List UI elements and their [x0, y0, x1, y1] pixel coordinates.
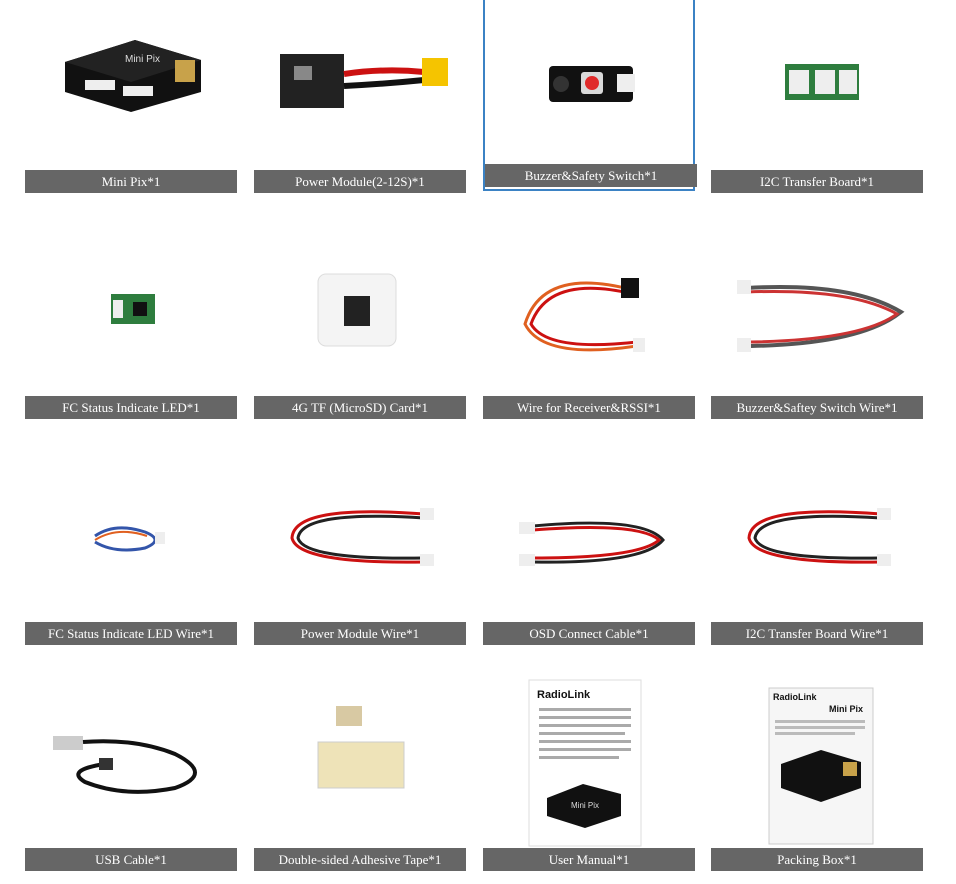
svg-text:Mini Pix: Mini Pix: [829, 704, 863, 714]
i2c-wire-icon: [711, 452, 923, 622]
product-card-i2c-wire[interactable]: I2C Transfer Board Wire*1: [711, 452, 923, 652]
product-card-i2c-board[interactable]: I2C Transfer Board*1: [711, 0, 923, 200]
product-label: USB Cable*1: [25, 848, 237, 871]
product-label: FC Status Indicate LED*1: [25, 396, 237, 419]
product-label: I2C Transfer Board*1: [711, 170, 923, 193]
product-label: Buzzer&Safety Switch*1: [485, 164, 697, 187]
product-card-usb-cable[interactable]: USB Cable*1: [25, 678, 237, 878]
buzzer-wire-icon: [711, 226, 923, 396]
product-label: I2C Transfer Board Wire*1: [711, 622, 923, 645]
flight-controller-icon: Mini Pix: [25, 0, 237, 170]
microsd-card-icon: [254, 226, 466, 396]
led-board-icon: [25, 226, 237, 396]
osd-cable-icon: [483, 452, 695, 622]
product-label: Power Module(2-12S)*1: [254, 170, 466, 193]
i2c-board-icon: [711, 0, 923, 170]
product-card-osd-cable[interactable]: OSD Connect Cable*1: [483, 452, 695, 652]
product-card-mini-pix[interactable]: Mini Pix Mini Pix*1: [25, 0, 237, 200]
product-card-packing-box[interactable]: RadioLink Mini Pix Packing Box*1: [711, 678, 923, 878]
product-card-buzzer-wire[interactable]: Buzzer&Saftey Switch Wire*1: [711, 226, 923, 426]
product-label: User Manual*1: [483, 848, 695, 871]
product-label: Mini Pix*1: [25, 170, 237, 193]
adhesive-tape-icon: [254, 678, 466, 848]
svg-text:RadioLink: RadioLink: [537, 689, 591, 701]
product-card-led-wire[interactable]: FC Status Indicate LED Wire*1: [25, 452, 237, 652]
user-manual-icon: RadioLink Mini Pix: [483, 678, 695, 848]
product-card-receiver-wire[interactable]: Wire for Receiver&RSSI*1: [483, 226, 695, 426]
product-label: OSD Connect Cable*1: [483, 622, 695, 645]
product-label: FC Status Indicate LED Wire*1: [25, 622, 237, 645]
product-card-power-module[interactable]: Power Module(2-12S)*1: [254, 0, 466, 200]
product-card-user-manual[interactable]: RadioLink Mini Pix User Manual*1: [483, 678, 695, 878]
svg-text:Mini Pix: Mini Pix: [125, 54, 160, 65]
product-label: 4G TF (MicroSD) Card*1: [254, 396, 466, 419]
product-label: Power Module Wire*1: [254, 622, 466, 645]
product-card-microsd[interactable]: 4G TF (MicroSD) Card*1: [254, 226, 466, 426]
usb-cable-icon: [25, 678, 237, 848]
product-card-power-wire[interactable]: Power Module Wire*1: [254, 452, 466, 652]
packing-box-icon: RadioLink Mini Pix: [711, 678, 923, 848]
product-card-buzzer-switch[interactable]: Buzzer&Safety Switch*1: [483, 0, 697, 191]
product-label: Packing Box*1: [711, 848, 923, 871]
buzzer-switch-icon: [485, 2, 697, 172]
product-card-adhesive-tape[interactable]: Double-sided Adhesive Tape*1: [254, 678, 466, 878]
power-wire-icon: [254, 452, 466, 622]
product-label: Double-sided Adhesive Tape*1: [254, 848, 466, 871]
svg-text:RadioLink: RadioLink: [773, 692, 817, 702]
led-wire-icon: [25, 452, 237, 622]
power-module-icon: [254, 0, 466, 170]
svg-text:Mini Pix: Mini Pix: [571, 801, 599, 810]
receiver-wire-icon: [483, 226, 695, 396]
product-label: Wire for Receiver&RSSI*1: [483, 396, 695, 419]
product-card-led[interactable]: FC Status Indicate LED*1: [25, 226, 237, 426]
product-label: Buzzer&Saftey Switch Wire*1: [711, 396, 923, 419]
